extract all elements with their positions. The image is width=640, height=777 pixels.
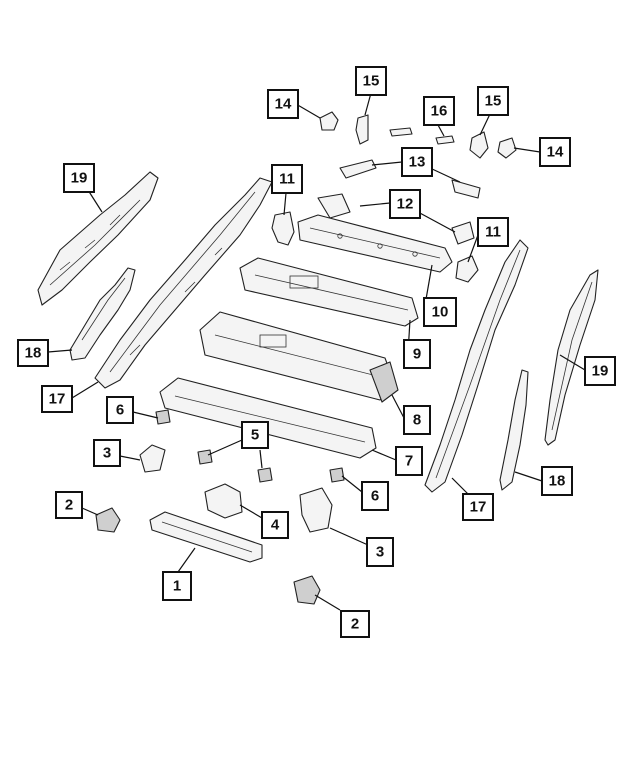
callout-15-right: 15 <box>477 86 509 116</box>
callout-8: 8 <box>403 405 431 435</box>
part-19-right-rail-extension <box>544 269 599 446</box>
callout-18-right: 18 <box>541 466 573 496</box>
part-13-brackets <box>339 159 481 199</box>
svg-text:13: 13 <box>409 154 426 171</box>
svg-text:10: 10 <box>432 304 449 321</box>
part-7-crossmember <box>159 377 377 459</box>
svg-text:15: 15 <box>363 73 380 90</box>
part-18-right-bracket <box>499 369 529 491</box>
part-5-clips <box>197 449 273 483</box>
svg-text:8: 8 <box>413 412 421 429</box>
callout-2-right: 2 <box>340 610 370 638</box>
svg-text:3: 3 <box>376 544 384 561</box>
part-small-plates <box>389 127 455 145</box>
svg-text:3: 3 <box>103 445 111 462</box>
callout-12: 12 <box>389 189 421 219</box>
svg-text:18: 18 <box>25 345 42 362</box>
callout-1: 1 <box>162 571 192 601</box>
callout-6-left: 6 <box>106 396 134 424</box>
svg-text:11: 11 <box>279 171 295 188</box>
callout-5: 5 <box>241 421 269 449</box>
svg-text:1: 1 <box>173 578 181 595</box>
svg-text:2: 2 <box>65 497 73 514</box>
svg-text:9: 9 <box>413 346 421 363</box>
svg-text:19: 19 <box>71 170 88 187</box>
callout-7: 7 <box>395 446 423 476</box>
svg-text:7: 7 <box>405 453 413 470</box>
callout-15-left: 15 <box>355 66 387 96</box>
svg-text:11: 11 <box>485 224 501 241</box>
callout-14-right: 14 <box>539 137 571 167</box>
svg-text:17: 17 <box>470 499 487 516</box>
svg-text:19: 19 <box>592 363 609 380</box>
callout-3-right: 3 <box>366 537 394 567</box>
svg-text:6: 6 <box>116 402 124 419</box>
svg-text:12: 12 <box>397 196 414 213</box>
svg-text:14: 14 <box>275 96 292 113</box>
callout-9: 9 <box>403 339 431 369</box>
callout-4: 4 <box>261 511 289 539</box>
part-1-skid-plate <box>149 511 263 563</box>
callout-18-left: 18 <box>17 339 49 367</box>
svg-text:17: 17 <box>49 391 66 408</box>
part-4-bracket <box>204 483 243 519</box>
callout-11-left: 11 <box>271 164 303 194</box>
svg-text:6: 6 <box>371 488 379 505</box>
part-3-brackets <box>139 444 333 533</box>
part-18-left-bracket <box>69 267 136 361</box>
callout-11-right: 11 <box>477 217 509 247</box>
callout-16: 16 <box>423 96 455 126</box>
part-6-clips <box>155 409 345 483</box>
part-11-right-bracket <box>455 255 479 283</box>
callout-17-left: 17 <box>41 385 73 413</box>
callout-2-left: 2 <box>55 491 83 519</box>
callout-19-right: 19 <box>584 356 616 386</box>
part-19-left-rail-extension <box>37 171 159 306</box>
part-8-crossmember <box>199 311 399 403</box>
svg-text:18: 18 <box>549 473 566 490</box>
callout-10: 10 <box>423 297 457 327</box>
callout-3-left: 3 <box>93 439 121 467</box>
svg-text:4: 4 <box>271 517 280 534</box>
part-14-left-cap <box>319 111 339 131</box>
part-15-left-bracket <box>355 114 369 145</box>
part-17-left-frame-rail <box>94 177 273 389</box>
part-14-right-cap <box>497 137 517 159</box>
part-17-right-frame-rail <box>424 239 529 493</box>
callout-19-left: 19 <box>63 163 95 193</box>
svg-text:14: 14 <box>547 144 564 161</box>
callout-14-left: 14 <box>267 89 299 119</box>
svg-text:2: 2 <box>351 616 359 633</box>
svg-text:15: 15 <box>485 93 502 110</box>
callout-6-right: 6 <box>361 481 389 511</box>
part-11-left-bracket <box>271 211 295 246</box>
part-2-mounts <box>95 507 321 605</box>
svg-text:5: 5 <box>251 427 259 444</box>
part-12-brackets <box>317 193 475 245</box>
callout-17-right: 17 <box>462 493 494 521</box>
part-9-crossmember <box>239 257 419 327</box>
part-10-crossmember <box>297 214 453 273</box>
svg-text:16: 16 <box>431 103 448 120</box>
callout-13: 13 <box>401 147 433 177</box>
part-15-right-bracket <box>469 131 489 159</box>
